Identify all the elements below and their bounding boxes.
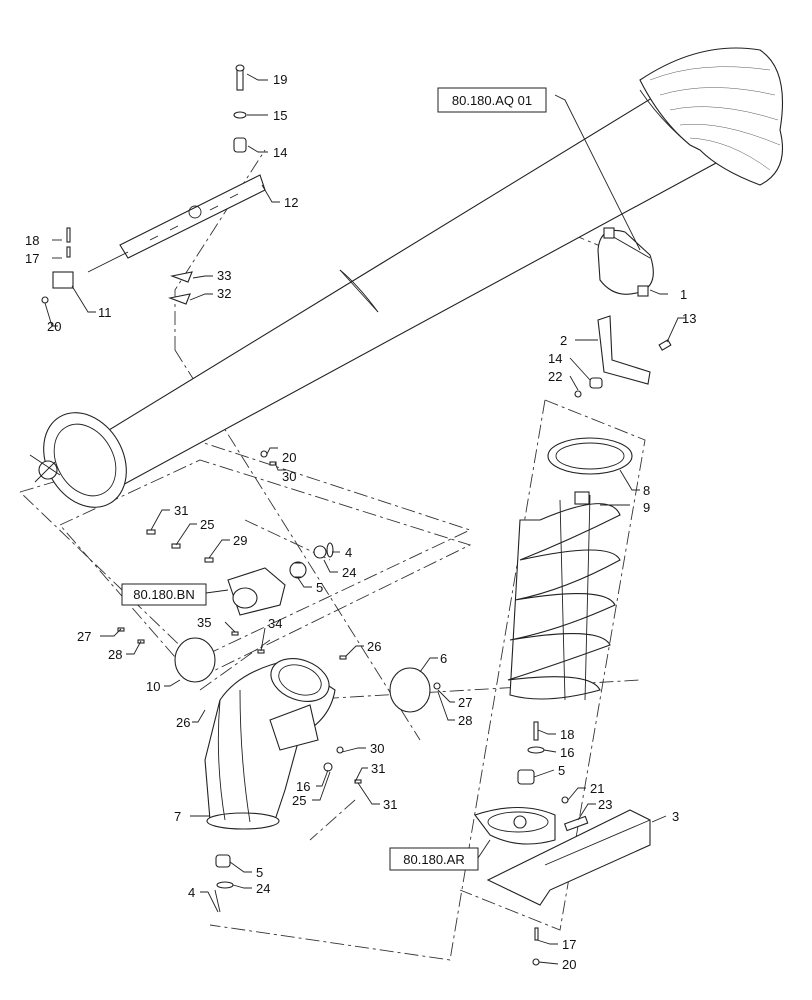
callout-5: 5 — [256, 865, 263, 880]
callout-31: 31 — [383, 797, 397, 812]
callout-16: 16 — [560, 745, 574, 760]
callout-27: 27 — [77, 629, 91, 644]
callout-26: 26 — [367, 639, 381, 654]
callout-17: 17 — [25, 251, 39, 266]
callout-15: 15 — [273, 108, 287, 123]
callout-13: 13 — [682, 311, 696, 326]
callout-11: 11 — [98, 305, 112, 320]
callout-25: 25 — [200, 517, 214, 532]
callout-21: 21 — [590, 781, 604, 796]
callout-25: 25 — [292, 793, 306, 808]
callout-4: 4 — [188, 885, 195, 900]
reference-box-lower-gearbox[interactable]: 80.180.AR — [389, 847, 479, 871]
auger-tube — [29, 47, 784, 508]
lower-gearbox-shield — [474, 796, 651, 966]
callout-30: 30 — [282, 469, 296, 484]
top-bracket-assembly — [41, 64, 266, 305]
callout-1: 1 — [680, 287, 687, 302]
callout-33: 33 — [217, 268, 231, 283]
callout-20: 20 — [562, 957, 576, 972]
callout-35: 35 — [197, 615, 211, 630]
leader-lines — [44, 73, 686, 965]
callout-4: 4 — [345, 545, 352, 560]
callout-31: 31 — [371, 761, 385, 776]
callout-31: 31 — [174, 503, 188, 518]
callout-5: 5 — [316, 580, 323, 595]
callout-9: 9 — [643, 500, 650, 515]
callout-17: 17 — [562, 937, 576, 952]
callout-7: 7 — [174, 809, 181, 824]
ref-label: 80.180.AQ 01 — [452, 93, 532, 108]
callout-14: 14 — [548, 351, 562, 366]
callout-28: 28 — [458, 713, 472, 728]
reference-box-gearbox[interactable]: 80.180.BN — [121, 583, 207, 606]
callout-8: 8 — [643, 483, 650, 498]
callout-14: 14 — [273, 145, 287, 160]
spout-elbow — [117, 627, 441, 913]
callout-34: 34 — [268, 616, 282, 631]
ref-label: 80.180.AR — [403, 852, 464, 867]
callout-28: 28 — [108, 647, 122, 662]
callout-32: 32 — [217, 286, 231, 301]
callout-24: 24 — [256, 881, 270, 896]
callout-23: 23 — [598, 797, 612, 812]
callout-19: 19 — [273, 72, 287, 87]
callout-20: 20 — [282, 450, 296, 465]
callout-24: 24 — [342, 565, 356, 580]
callout-30: 30 — [370, 741, 384, 756]
reference-box-tube[interactable]: 80.180.AQ 01 — [437, 87, 547, 113]
callout-18: 18 — [25, 233, 39, 248]
callout-2: 2 — [560, 333, 567, 348]
ref-label: 80.180.BN — [133, 587, 194, 602]
callout-labels: 19 15 14 12 18 17 11 20 33 32 1 2 13 14 … — [25, 72, 696, 972]
callout-26: 26 — [176, 715, 190, 730]
clamp-assembly — [574, 227, 672, 398]
callout-3: 3 — [672, 809, 679, 824]
callout-10: 10 — [146, 679, 160, 694]
callout-16: 16 — [296, 779, 310, 794]
callout-22: 22 — [548, 369, 562, 384]
auger-flight — [507, 437, 633, 701]
callout-12: 12 — [284, 195, 298, 210]
callout-5: 5 — [558, 763, 565, 778]
upper-gearbox — [146, 450, 334, 616]
callout-18: 18 — [560, 727, 574, 742]
callout-6: 6 — [440, 651, 447, 666]
callout-29: 29 — [233, 533, 247, 548]
callout-20: 20 — [47, 319, 61, 334]
callout-27: 27 — [458, 695, 472, 710]
